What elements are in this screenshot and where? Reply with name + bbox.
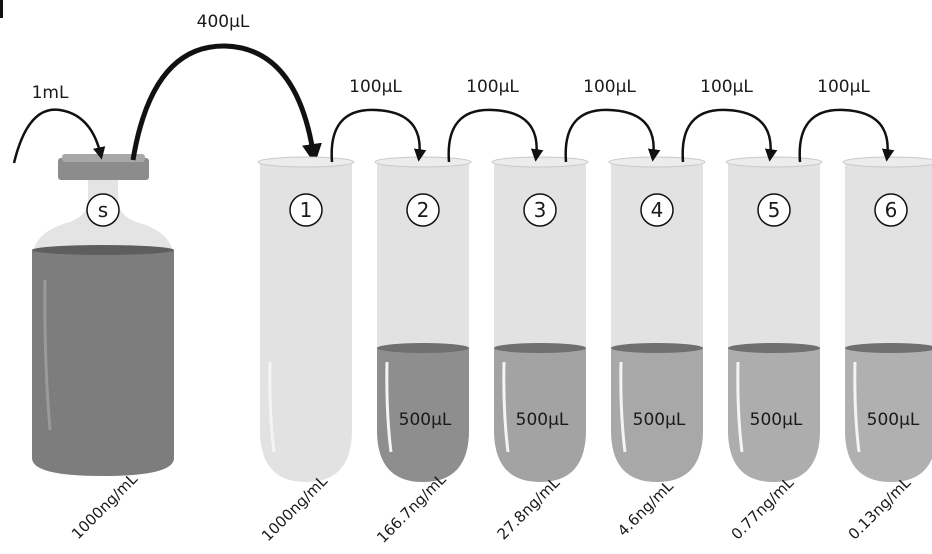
tube-liquid-surface bbox=[611, 343, 703, 353]
corner-mark bbox=[0, 0, 3, 18]
tube-highlight bbox=[853, 361, 861, 453]
tube-2: 2 500µL 166.7ng/mL bbox=[373, 156, 472, 547]
tube-number: 6 bbox=[885, 198, 898, 222]
transfer-volume-label: 100µL bbox=[349, 77, 402, 97]
transfer-arrow bbox=[447, 108, 544, 163]
tube-liquid-surface bbox=[494, 343, 586, 353]
tube-liquid bbox=[845, 348, 932, 482]
tube-liquid bbox=[377, 348, 469, 482]
tube-rim bbox=[842, 156, 932, 168]
transfer-volume-label: 100µL bbox=[700, 77, 753, 97]
vial-cap bbox=[58, 158, 149, 180]
tube-concentration: 0.77ng/mL bbox=[728, 473, 798, 543]
tube-number: 4 bbox=[651, 198, 664, 222]
tube-volume: 500µL bbox=[867, 410, 920, 430]
stock-transfer-arrow bbox=[130, 43, 322, 164]
tube-rim bbox=[257, 156, 355, 168]
vial-concentration: 1000ng/mL bbox=[68, 470, 141, 543]
vial-liquid-surface bbox=[32, 245, 174, 255]
transfer-volume-label: 100µL bbox=[817, 77, 870, 97]
tube-4: 4 500µL 4.6ng/mL bbox=[608, 156, 706, 540]
tube-liquid-surface bbox=[845, 343, 932, 353]
tube-concentration: 4.6ng/mL bbox=[614, 477, 677, 540]
tube-highlight bbox=[736, 361, 744, 453]
tube-number: 1 bbox=[300, 198, 313, 222]
transfer-arrow bbox=[681, 108, 778, 163]
tube-volume: 500µL bbox=[399, 410, 452, 430]
tube-rim bbox=[725, 156, 823, 168]
tube-number-circle bbox=[757, 193, 791, 227]
input-arrow bbox=[12, 108, 106, 164]
stock-vial: s bbox=[32, 154, 174, 476]
tube-rim bbox=[374, 156, 472, 168]
tube-glass bbox=[260, 162, 352, 482]
stock-transfer-label: 400µL bbox=[197, 12, 250, 32]
tube-volume: 500µL bbox=[516, 410, 569, 430]
tube-highlight bbox=[268, 361, 276, 453]
tube-liquid-surface bbox=[377, 343, 469, 353]
vial-highlight bbox=[43, 279, 52, 431]
transfer-arrow bbox=[564, 108, 661, 163]
tube-number: 2 bbox=[417, 198, 430, 222]
vial-label: s bbox=[98, 198, 108, 222]
tube-liquid bbox=[728, 348, 820, 482]
transfer-volume-label: 100µL bbox=[466, 77, 519, 97]
vial-liquid bbox=[32, 250, 174, 476]
tube-concentration: 166.7ng/mL bbox=[373, 470, 450, 547]
tube-number-circle bbox=[406, 193, 440, 227]
tube-1: 1 1000ng/mL bbox=[257, 156, 355, 545]
tube-6: 6 500µL 0.13ng/mL bbox=[842, 156, 932, 543]
transfer-arrow bbox=[330, 108, 427, 163]
tube-5: 5 500µL 0.77ng/mL bbox=[725, 156, 823, 543]
tube-concentration: 27.8ng/mL bbox=[494, 473, 564, 543]
tube-number-circle bbox=[640, 193, 674, 227]
transfer-volume-label: 100µL bbox=[583, 77, 636, 97]
tube-highlight bbox=[619, 361, 627, 453]
tube-liquid bbox=[494, 348, 586, 482]
tube-number-circle bbox=[523, 193, 557, 227]
tube-concentration: 1000ng/mL bbox=[258, 472, 331, 545]
tube-volume: 500µL bbox=[750, 410, 803, 430]
tube-liquid-surface bbox=[728, 343, 820, 353]
tube-number-circle bbox=[874, 193, 908, 227]
tube-number-circle bbox=[289, 193, 323, 227]
tube-number: 3 bbox=[534, 198, 547, 222]
tube-highlight bbox=[502, 361, 510, 453]
tube-highlight bbox=[385, 361, 393, 453]
tube-volume: 500µL bbox=[633, 410, 686, 430]
transfer-arrow bbox=[798, 108, 895, 163]
input-volume-label: 1mL bbox=[32, 83, 69, 103]
tube-number: 5 bbox=[768, 198, 781, 222]
vial-label-circle bbox=[86, 193, 120, 227]
tube-rim bbox=[608, 156, 706, 168]
tube-liquid bbox=[611, 348, 703, 482]
tube-rim bbox=[491, 156, 589, 168]
tube-concentration: 0.13ng/mL bbox=[845, 473, 915, 543]
tube-3: 3 500µL 27.8ng/mL bbox=[491, 156, 589, 543]
